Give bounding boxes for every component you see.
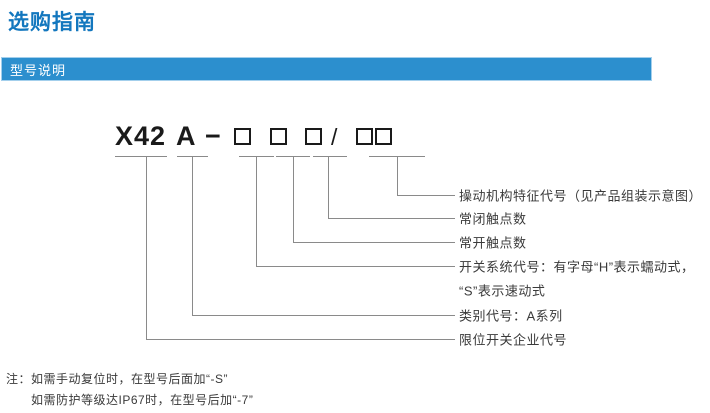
connector-horizontal-prefix (146, 339, 455, 340)
connector-vertical-prefix (146, 157, 147, 339)
model-dash: − (205, 121, 221, 151)
notes: 注： 如需手动复位时，在型号后面加“-S” 如需防护等级达IP67时，在型号后加… (6, 369, 253, 410)
note-text-2: 如需防护等级达IP67时，在型号后加“-7” (31, 392, 254, 407)
note-prefix: 注： (6, 372, 32, 386)
model-prefix: X42 (115, 121, 167, 151)
underline-series (177, 156, 208, 157)
diagram-label-no-contacts: 常开触点数 (459, 235, 527, 251)
diagram-label-actuator-code: 操动机构特征代号（见产品组装示意图） (459, 188, 703, 204)
underline-prefix (115, 156, 167, 157)
diagram-label-switch-system-code: 开关系统代号：有字母“H”表示蠕动式， (459, 259, 695, 275)
diagram-label-enterprise-code: 限位开关企业代号 (459, 332, 568, 348)
diagram-label-category-code: 类别代号：A系列 (459, 308, 563, 324)
connector-vertical-box-2 (293, 157, 294, 242)
connector-horizontal-box-1 (256, 266, 455, 267)
model-slash: / (331, 124, 338, 150)
connector-horizontal-series (192, 315, 455, 316)
note-line-2: 如需防护等级达IP67时，在型号后加“-7” (31, 390, 253, 411)
underline-box-1 (239, 156, 274, 157)
connector-horizontal-box-2 (293, 242, 455, 243)
underline-box-45 (369, 156, 425, 157)
connector-vertical-box-3 (328, 157, 329, 218)
connector-vertical-series (192, 157, 193, 315)
section-title: 型号说明 (10, 62, 67, 78)
connector-horizontal-box-3 (328, 218, 455, 219)
note-text-1: 如需手动复位时，在型号后面加“-S” (31, 372, 228, 386)
model-box-5 (375, 128, 392, 145)
connector-vertical-box-1 (256, 157, 257, 266)
page-title: 选购指南 (8, 11, 96, 34)
underline-box-2 (276, 156, 310, 157)
connector-horizontal-box-45 (397, 195, 455, 196)
connector-vertical-box-45 (397, 157, 398, 195)
diagram-label-switch-system-code-cont: “S”表示速动式 (459, 283, 546, 299)
model-box-3 (305, 128, 322, 145)
model-box-1 (234, 128, 251, 145)
underline-box-3 (313, 156, 347, 157)
model-box-4 (356, 128, 373, 145)
section-header-bar: 型号说明 (1, 57, 652, 81)
model-series-code: A (176, 121, 197, 151)
diagram-label-nc-contacts: 常闭触点数 (459, 211, 527, 227)
note-line-1: 注： 如需手动复位时，在型号后面加“-S” (6, 369, 253, 390)
model-box-2 (270, 128, 287, 145)
